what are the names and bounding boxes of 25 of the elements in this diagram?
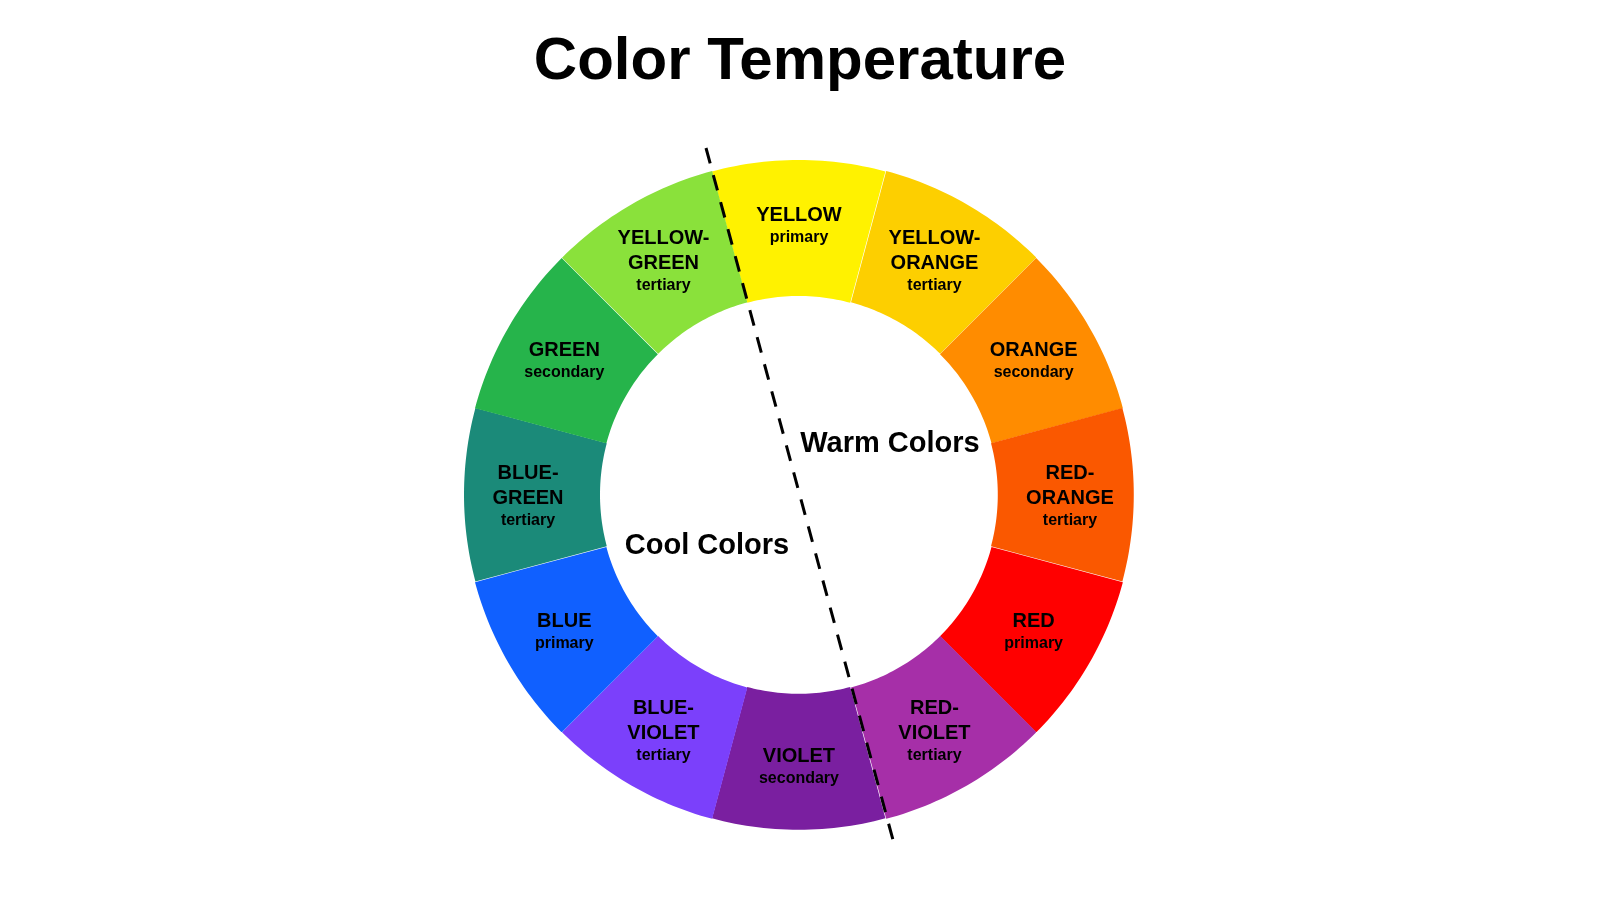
color-name: RED (1011, 608, 1056, 633)
color-category: tertiary (500, 510, 556, 530)
color-category: primary (534, 633, 594, 653)
color-category: tertiary (907, 744, 962, 765)
color-name: RED- ORANGE (1025, 460, 1115, 510)
color-name: YELLOW (755, 201, 843, 227)
color-category: primary (1004, 633, 1063, 653)
color-category: tertiary (1042, 510, 1098, 530)
color-name: BLUE (536, 608, 593, 633)
color-name: ORANGE (988, 337, 1079, 362)
color-category: primary (769, 226, 829, 247)
color-category: tertiary (907, 275, 962, 296)
color-category: secondary (524, 362, 605, 382)
color-name: VIOLET (761, 743, 837, 769)
color-category: tertiary (636, 744, 691, 765)
title: Color Temperature (533, 24, 1067, 93)
color-name: BLUE- GREEN (491, 460, 565, 510)
color-name: RED- VIOLET (897, 694, 972, 745)
color-name: YELLOW- GREEN (616, 225, 711, 276)
color-category: secondary (993, 362, 1074, 382)
color-name: YELLOW- ORANGE (887, 225, 982, 276)
color-name: BLUE- VIOLET (626, 694, 701, 745)
color-name: GREEN (527, 337, 601, 362)
color-category: secondary (758, 768, 839, 789)
color-category: tertiary (636, 275, 691, 296)
